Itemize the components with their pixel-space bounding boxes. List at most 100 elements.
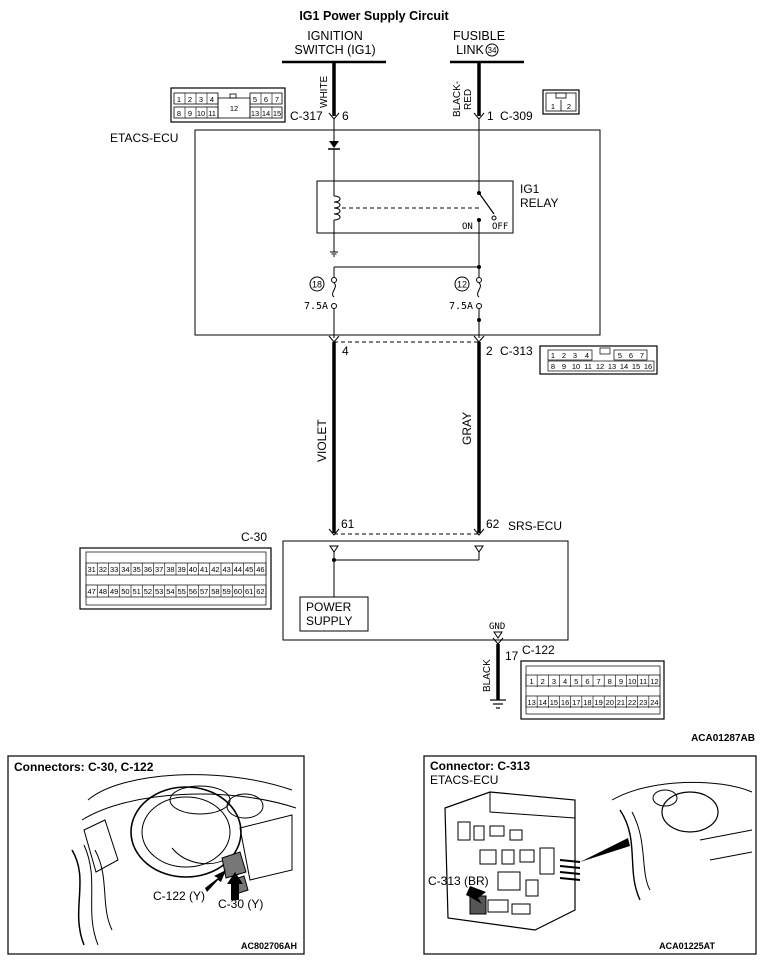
fusible-link-label-2: LINK [456, 43, 484, 57]
black-red-wire-label-2: RED [463, 89, 474, 110]
connector-pin-number: 60 [234, 587, 242, 596]
connector-pin-number: 59 [222, 587, 230, 596]
svg-text:2: 2 [562, 351, 566, 360]
c30-label: C-30 [241, 530, 267, 544]
connector-pin-number: 46 [256, 565, 264, 574]
svg-text:14: 14 [620, 362, 628, 371]
svg-text:2: 2 [188, 95, 192, 104]
connector-pin-number: 8 [608, 677, 612, 686]
connector-pin-number: 53 [155, 587, 163, 596]
pin-62: 62 [486, 517, 500, 531]
connector-pin-number: 24 [650, 698, 658, 707]
svg-text:10: 10 [572, 362, 580, 371]
svg-text:8: 8 [551, 362, 555, 371]
fusible-link-number: 34 [488, 46, 497, 55]
svg-text:18: 18 [312, 280, 322, 290]
connector-pin-number: 31 [87, 565, 95, 574]
power-supply-label-2: SUPPLY [306, 614, 352, 628]
connector-pin-number: 9 [619, 677, 623, 686]
srs-ecu-label: SRS-ECU [508, 519, 562, 533]
connector-pin-number: 44 [234, 565, 242, 574]
etacs-ecu-label: ETACS-ECU [110, 131, 178, 145]
fuse-18-rating: 7.5A [304, 301, 328, 312]
svg-text:1: 1 [551, 102, 555, 111]
connector-pin-number: 15 [550, 698, 558, 707]
fusible-link-number-circle [485, 43, 499, 57]
connector-pin-number: 39 [177, 565, 185, 574]
relay-on-label: ON [462, 222, 473, 232]
black-wire-label: BLACK [482, 659, 493, 692]
connector-pin-number: 23 [639, 698, 647, 707]
connector-pin-number: 61 [245, 587, 253, 596]
relay-off-label: OFF [492, 222, 508, 232]
ig1-relay-box [316, 180, 514, 234]
connector-pin-number: 57 [200, 587, 208, 596]
white-wire-label: WHITE [319, 75, 330, 108]
svg-text:3: 3 [573, 351, 577, 360]
ignition-switch-label-2: SWITCH (IG1) [294, 43, 375, 57]
pin-6: 6 [342, 109, 349, 123]
connector-pin-number: 37 [155, 565, 163, 574]
right-connector-panel: Connector: C-313 ETACS-ECU C-313 (BR) AC… [423, 755, 757, 955]
connector-pin-number: 52 [144, 587, 152, 596]
svg-text:3: 3 [199, 95, 203, 104]
svg-text:15: 15 [273, 109, 281, 118]
connector-pin-number: 40 [189, 565, 197, 574]
left-panel-title: Connectors: C-30, C-122 [14, 760, 154, 774]
connector-pin-number: 3 [552, 677, 556, 686]
connector-pin-number: 12 [650, 677, 658, 686]
pin-4: 4 [342, 344, 349, 358]
connector-pin-number: 50 [121, 587, 129, 596]
pin-17: 17 [505, 649, 519, 663]
right-panel-code: ACA01225AT [659, 941, 715, 951]
ig1-relay-label-1: IG1 [520, 182, 540, 196]
connector-pin-number: 11 [639, 677, 647, 686]
connector-pin-number: 36 [144, 565, 152, 574]
svg-text:6: 6 [264, 95, 268, 104]
connector-pin-number: 55 [177, 587, 185, 596]
connector-pin-number: 5 [574, 677, 578, 686]
svg-text:13: 13 [608, 362, 616, 371]
connector-pin-number: 41 [200, 565, 208, 574]
svg-text:1: 1 [551, 351, 555, 360]
relay-switch-arm [478, 192, 495, 215]
connector-pin-number: 56 [189, 587, 197, 596]
pin-1: 1 [487, 109, 494, 123]
svg-text:11: 11 [584, 362, 592, 371]
svg-text:12: 12 [457, 280, 467, 290]
connector-pin-number: 51 [132, 587, 140, 596]
connector-pin-number: 35 [132, 565, 140, 574]
ignition-switch-label-1: IGNITION [307, 29, 363, 43]
c30-callout: C-30 (Y) [218, 897, 263, 911]
svg-text:10: 10 [197, 109, 205, 118]
pin-61: 61 [341, 517, 355, 531]
fuse-12: 12 7.5A [449, 276, 482, 312]
right-panel-subtitle: ETACS-ECU [430, 773, 498, 787]
svg-text:7: 7 [275, 95, 279, 104]
connector-pin-number: 10 [628, 677, 636, 686]
connector-pin-number: 45 [245, 565, 253, 574]
connector-pin-number: 17 [572, 698, 580, 707]
svg-text:9: 9 [562, 362, 566, 371]
gnd-label: GND [489, 622, 505, 632]
connector-pin-number: 21 [617, 698, 625, 707]
fuse-18: 18 7.5A [304, 276, 337, 312]
fusible-link-label-1: FUSIBLE [453, 29, 505, 43]
connector-pin-number: 58 [211, 587, 219, 596]
power-supply-box [299, 596, 369, 632]
srs-ecu-box [282, 540, 569, 641]
left-panel-code: AC802706AH [241, 941, 297, 951]
connector-pin-number: 47 [87, 587, 95, 596]
connector-pin-number: 1 [529, 677, 533, 686]
connector-pin-number: 49 [110, 587, 118, 596]
svg-text:8: 8 [177, 109, 181, 118]
connector-pin-number: 14 [539, 698, 547, 707]
svg-text:12: 12 [596, 362, 604, 371]
c317-connector-face: 1 2 3 4 5 6 7 12 8 9 10 11 13 14 15 [170, 87, 286, 123]
c313-label: C-313 [500, 344, 533, 358]
svg-text:5: 5 [618, 351, 622, 360]
c309-connector-face: 1 2 [542, 89, 580, 115]
c313-callout: C-313 (BR) [428, 874, 489, 888]
connector-pin-number: 4 [563, 677, 567, 686]
